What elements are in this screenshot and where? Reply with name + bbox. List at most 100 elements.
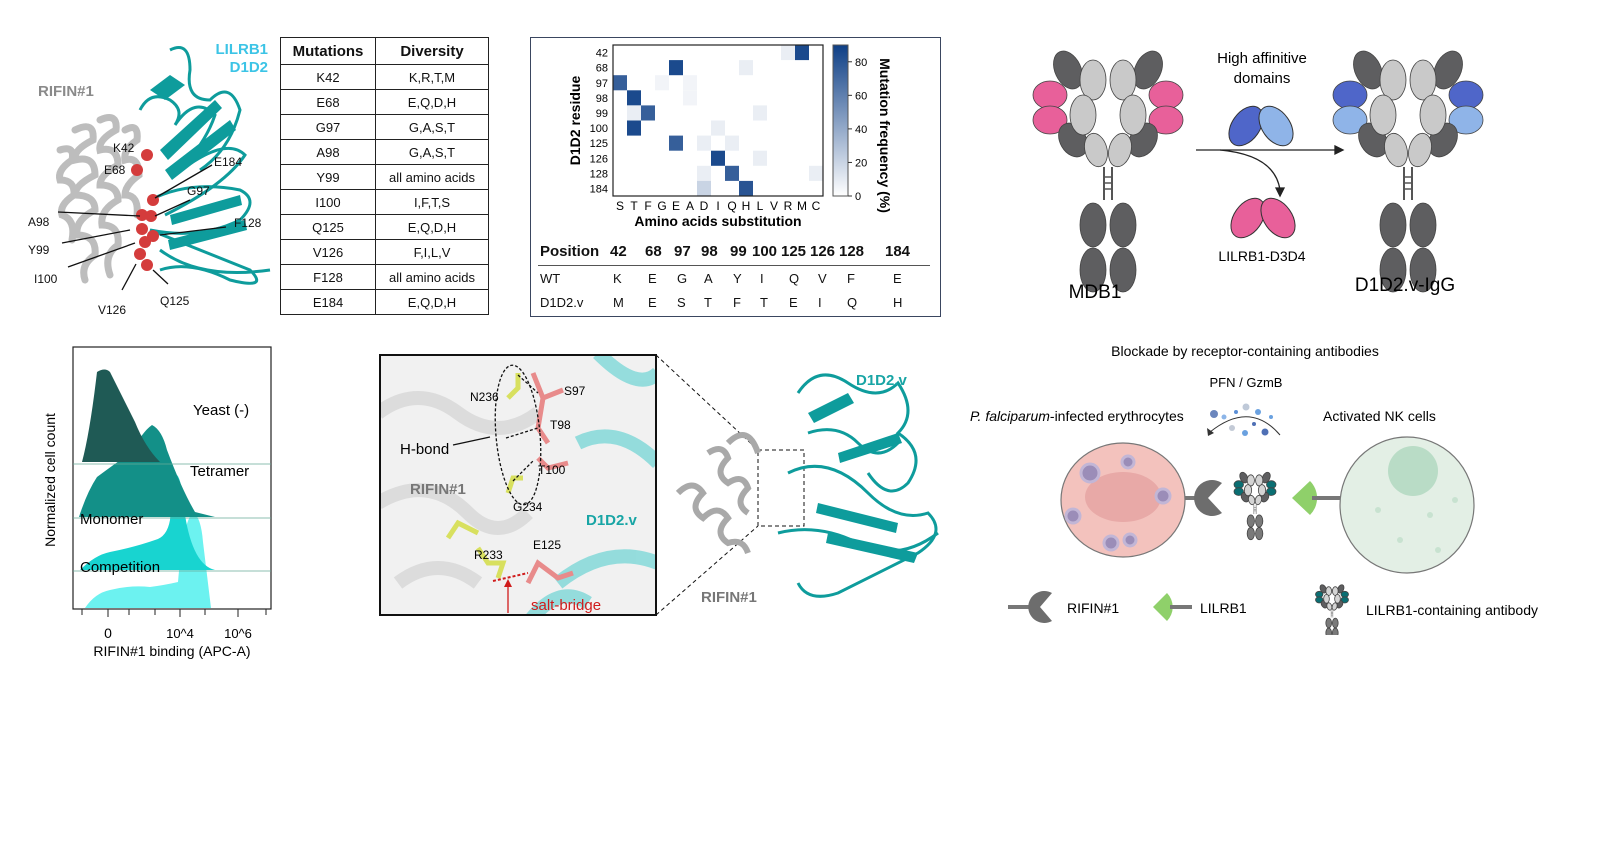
mdb1-antibody: [1032, 50, 1184, 293]
domain-swap-arrow: [1196, 144, 1345, 198]
residue-label: S97: [564, 384, 586, 398]
residue-cell: I: [818, 295, 822, 310]
hbond-label: H-bond: [400, 441, 449, 458]
d1d2-label: D1D2: [230, 59, 268, 76]
plot-frame: [72, 346, 272, 610]
diversity-cell: F,I,L,V: [375, 239, 489, 265]
mutation-cell: G97: [280, 114, 376, 140]
release-arrow: [1209, 416, 1281, 436]
histogram-yeast: [82, 369, 160, 462]
position-number: 126: [810, 243, 836, 260]
residue-cell: T: [704, 295, 712, 310]
x-tick-label: 0: [104, 625, 112, 641]
diversity-cell: all amino acids: [375, 264, 489, 290]
residue-spheres: [131, 149, 159, 271]
residue-cell: E: [648, 271, 657, 286]
x-tick-label: A: [686, 199, 694, 213]
y-tick-label: 125: [590, 138, 608, 150]
lilrb1-d3d4-domains: [1230, 197, 1296, 239]
x-tick-label: 10^4: [166, 626, 194, 641]
lilrb1-strands: [138, 46, 271, 285]
colorbar: [832, 44, 849, 197]
residue-label: G97: [187, 184, 210, 198]
residue-cell: S: [677, 295, 686, 310]
x-tick-label: E: [672, 199, 680, 213]
antibody-engineering-diagram: High affinitive domains LILRB1-D3D4 MDB1…: [1032, 50, 1484, 303]
residue-label: Q125: [160, 294, 190, 308]
y-tick-label: 42: [596, 48, 608, 60]
position-number: 184: [885, 243, 911, 260]
colorbar-tick-label: 40: [855, 124, 867, 136]
d1d2v-igg-label: D1D2.v-IgG: [1355, 275, 1455, 296]
colorbar-tick-label: 0: [855, 191, 861, 203]
residue-cell: G: [677, 271, 688, 286]
y-axis-label: Normalized cell count: [42, 413, 58, 547]
heatmap-cell: [725, 135, 739, 151]
heatmap-cell: [627, 90, 641, 106]
residue-cell: E: [893, 271, 902, 286]
y-tick-label: 184: [590, 183, 608, 195]
lilrb1-receptor-icon: [1292, 481, 1318, 515]
residue-label: T100: [538, 463, 566, 477]
residue-cell: H: [893, 295, 903, 310]
residue-cell: E: [648, 295, 657, 310]
x-axis-label: Amino acids substitution: [634, 213, 801, 229]
granule-dots: [1210, 403, 1273, 436]
residue-cell: F: [847, 271, 855, 286]
high-affinity-domains: [1228, 105, 1294, 147]
x-tick-label: V: [770, 199, 778, 213]
residue-cell: V: [818, 271, 827, 286]
heatmap-cell: [669, 135, 683, 151]
rifin-structure: [675, 432, 761, 555]
heatmap-cell: [739, 180, 753, 196]
d1d2v-structure-label: D1D2.v: [856, 372, 908, 389]
heatmap-cell: [711, 150, 725, 166]
x-tick-label: L: [757, 199, 764, 213]
diversity-cell: all amino acids: [375, 164, 489, 190]
x-tick-label: S: [616, 199, 624, 213]
d1d2v-label: D1D2.v: [586, 512, 638, 529]
salt-bridge-line: [492, 572, 529, 582]
position-number: 99: [730, 243, 747, 260]
x-tick-label: R: [784, 199, 793, 213]
mutation-cell: I100: [280, 189, 376, 215]
antibody-legend-icon: [1315, 584, 1349, 635]
colorbar-tick-label: 60: [855, 90, 867, 102]
interface-zoom-panel: N236 S97 T98 T100 G234 R233 E125 H-bond …: [379, 354, 939, 616]
row-label: D1D2.v: [540, 295, 584, 310]
residue-label: R233: [474, 548, 503, 562]
mutation-cell: A98: [280, 139, 376, 165]
position-number: 100: [752, 243, 778, 260]
colorbar-tick-label: 20: [855, 157, 867, 169]
heatmap-cell: [781, 45, 795, 61]
residue-cell: A: [704, 271, 713, 286]
residue-cell: E: [789, 295, 798, 310]
diversity-cell: G,A,S,T: [375, 114, 489, 140]
lilrb1-antibody-icon: [1233, 471, 1277, 541]
diversity-cell: I,F,T,S: [375, 189, 489, 215]
position-header: Position: [540, 243, 600, 260]
x-tick-label: F: [644, 199, 651, 213]
rifin-helices: [56, 114, 143, 284]
mutation-cell: E68: [280, 89, 376, 115]
nk-cell: [1339, 436, 1475, 574]
blockade-title: Blockade by receptor-containing antibodi…: [1111, 343, 1379, 359]
legend-label: RIFIN#1: [1067, 600, 1119, 616]
rifin-label: RIFIN#1: [38, 83, 94, 100]
x-tick-label: D: [700, 199, 709, 213]
diversity-cell: E,Q,D,H: [375, 89, 489, 115]
heatmap-cell: [641, 105, 655, 121]
x-tick-label: 10^6: [224, 626, 252, 641]
residue-label: E68: [104, 163, 126, 177]
residue-cell: F: [733, 295, 741, 310]
rifin-receptor-icon: [1194, 480, 1222, 516]
x-axis-ticks: [81, 609, 267, 617]
position-number: 125: [781, 243, 807, 260]
diversity-cell: K,R,T,M: [375, 64, 489, 90]
